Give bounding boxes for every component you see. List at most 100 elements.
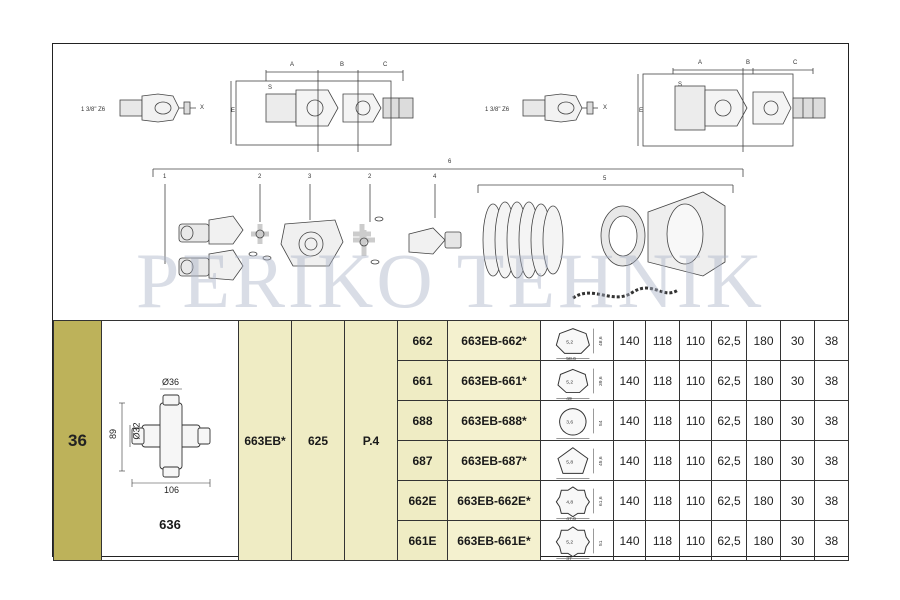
- value-cell: 62,5: [711, 320, 747, 361]
- value-cell: 118: [645, 520, 680, 561]
- right-dim-e: E: [639, 108, 644, 114]
- left-thread-label: 1 3/8" Z6: [81, 107, 106, 113]
- value-cell: 180: [746, 520, 781, 561]
- value-cell: 180: [746, 480, 781, 521]
- part-number-4: 4: [433, 174, 437, 180]
- cross-cell: Ø36 Ø32 89 106 636: [101, 320, 239, 561]
- row-id-cell: 661E: [397, 520, 448, 561]
- row-id-cell: 662E: [397, 480, 448, 521]
- value-cell: 140: [613, 360, 646, 401]
- catalog-sheet: 1 3/8" Z6 X A B C E S 1 3/8" Z6 X A B C …: [52, 43, 849, 561]
- value-cell: 118: [645, 360, 680, 401]
- right-thread-label: 1 3/8" Z6: [485, 107, 510, 113]
- drawing-lines: [119, 68, 826, 300]
- cross-drawing: [119, 388, 211, 487]
- cross-dim-32: Ø32: [131, 422, 142, 440]
- col-p4-cell: P.4: [344, 320, 398, 561]
- value-cell: 30: [780, 480, 815, 521]
- value-cell: 180: [746, 400, 781, 441]
- right-dim-c: C: [793, 60, 798, 66]
- profile-dim-width: 47,6: [566, 516, 576, 520]
- profile-dim-wall: 5,2: [566, 539, 573, 545]
- right-dim-s: S: [678, 82, 683, 88]
- profile-outline: [555, 327, 590, 354]
- value-cell: 180: [746, 440, 781, 481]
- value-cell: 38: [814, 480, 849, 521]
- profile-dim-wall: 5,8: [566, 459, 573, 465]
- cross-dim-36: Ø36: [162, 377, 180, 387]
- part-number-6: 6: [448, 159, 452, 165]
- value-cell: 118: [645, 440, 680, 481]
- model-cell: 663EB*: [238, 320, 292, 561]
- value-cell: 110: [679, 400, 712, 441]
- profile-dim-width: 37: [566, 556, 572, 560]
- left-x-mark: X: [200, 105, 205, 111]
- value-cell: 38: [814, 440, 849, 481]
- value-cell: 30: [780, 400, 815, 441]
- value-cell: 62,5: [711, 360, 747, 401]
- profile-dim-height: 48,6: [598, 336, 604, 346]
- profile-shape-icon: 4,847,661,6: [555, 485, 604, 520]
- row-code-cell: 663EB-661E*: [447, 520, 541, 561]
- row-code-cell: 663EB-662*: [447, 320, 541, 361]
- profile-dim-height: 61,6: [598, 496, 604, 506]
- profile-dim-height: 54: [598, 420, 604, 426]
- value-cell: 140: [613, 520, 646, 561]
- row-id-cell: 688: [397, 400, 448, 441]
- row-id-cell: 687: [397, 440, 448, 481]
- profile-outline: [555, 525, 590, 557]
- table-row: 36: [53, 320, 849, 561]
- value-cell: 110: [679, 360, 712, 401]
- profile-dim-height: 51: [598, 540, 604, 546]
- part-number-5: 5: [603, 176, 607, 182]
- value-cell: 110: [679, 520, 712, 561]
- right-dim-a: A: [698, 60, 703, 66]
- profile-shape-icon: 5,258,648,6: [555, 327, 604, 360]
- part-number-1: 1: [163, 174, 167, 180]
- value-cell: 30: [780, 440, 815, 481]
- value-cell: 38: [814, 520, 849, 561]
- profile-dim-wall: 5,2: [566, 379, 573, 385]
- value-cell: 118: [645, 320, 680, 361]
- part-number-2-right: 2: [368, 174, 372, 180]
- profile-shape-icon: 5,2 37 51: [555, 525, 604, 560]
- profile-outline: [555, 485, 590, 517]
- spec-table: 36: [53, 320, 849, 561]
- value-cell: 140: [613, 480, 646, 521]
- value-cell: 140: [613, 400, 646, 441]
- cross-code: 636: [159, 517, 181, 532]
- value-cell: 62,5: [711, 400, 747, 441]
- value-cell: 62,5: [711, 440, 747, 481]
- series-cell: 36: [53, 320, 102, 561]
- value-cell: 110: [679, 440, 712, 481]
- value-cell: 140: [613, 320, 646, 361]
- value-cell: 180: [746, 320, 781, 361]
- value-cell: 118: [645, 400, 680, 441]
- left-dim-b: B: [340, 62, 345, 68]
- part-number-2-left: 2: [258, 174, 262, 180]
- row-code-cell: 663EB-688*: [447, 400, 541, 441]
- cross-dim-89: 89: [108, 428, 119, 440]
- value-cell: 38: [814, 320, 849, 361]
- profile-cell: 5,2 37 51: [540, 520, 614, 561]
- left-dim-c: C: [383, 62, 388, 68]
- value-cell: 62,5: [711, 480, 747, 521]
- cross-dim-106: 106: [164, 485, 180, 495]
- value-cell: 140: [613, 440, 646, 481]
- value-cell: 38: [814, 360, 849, 401]
- profile-dim-wall: 3,6: [566, 419, 573, 425]
- value-cell: 30: [780, 320, 815, 361]
- left-dim-e: E: [231, 108, 236, 114]
- value-cell: 118: [645, 480, 680, 521]
- profile-shape-icon: 3,6 54: [556, 407, 604, 439]
- value-cell: 38: [814, 400, 849, 441]
- profile-cell: 3,6 54: [540, 400, 614, 441]
